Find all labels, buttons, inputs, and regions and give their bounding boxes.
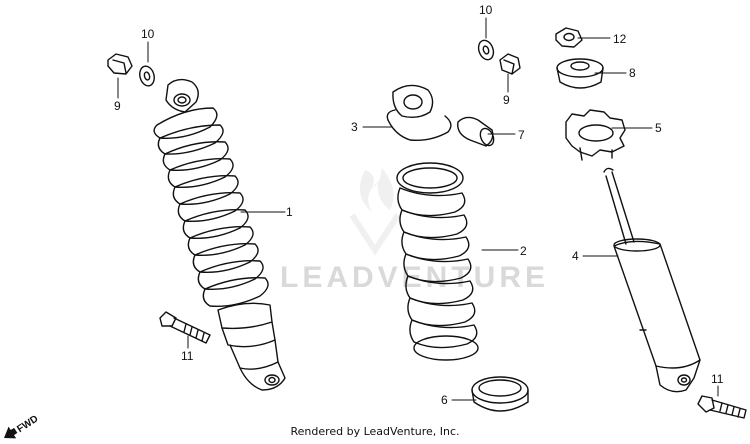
leader-lines: [117, 17, 719, 401]
callout-11-left: 11: [181, 349, 194, 363]
callout-9-center: 9: [503, 93, 510, 107]
spring-adjuster: [565, 109, 626, 161]
washer-left: [139, 65, 155, 87]
callout-labels: 1 2 3 4 5 6 7 8 9 9 10 10 11 11 12: [114, 3, 724, 407]
callout-10-center: 10: [479, 3, 493, 17]
callout-1: 1: [286, 205, 293, 219]
callout-9-left: 9: [114, 99, 121, 113]
callout-10-left: 10: [141, 27, 155, 41]
bushing: [457, 116, 495, 147]
upper-spring-seat: [386, 84, 452, 142]
cap-nut-center: [499, 53, 521, 75]
callout-12: 12: [613, 32, 627, 46]
callout-3: 3: [351, 120, 358, 134]
callout-7: 7: [518, 128, 525, 142]
callout-2: 2: [520, 244, 527, 258]
stopper-ring: [471, 376, 529, 412]
callout-11-right: 11: [711, 372, 724, 386]
coil-spring: [396, 162, 479, 361]
watermark-text: LEADVENTURE: [280, 261, 549, 294]
damper-unit: [603, 167, 701, 393]
watermark-logo: [349, 168, 401, 256]
callout-4: 4: [572, 249, 579, 263]
callout-5: 5: [655, 121, 662, 135]
rubber-bush: [556, 58, 604, 89]
bolt-left: [159, 311, 211, 344]
washer-center: [477, 39, 495, 61]
shock-absorber-assembly: [153, 78, 286, 391]
bolt-right: [697, 395, 747, 419]
cap-nut-left: [107, 53, 133, 75]
callout-6: 6: [441, 393, 448, 407]
lock-nut: [555, 27, 583, 48]
callout-8: 8: [629, 66, 636, 80]
footer-credit: Rendered by LeadVenture, Inc.: [290, 425, 460, 438]
